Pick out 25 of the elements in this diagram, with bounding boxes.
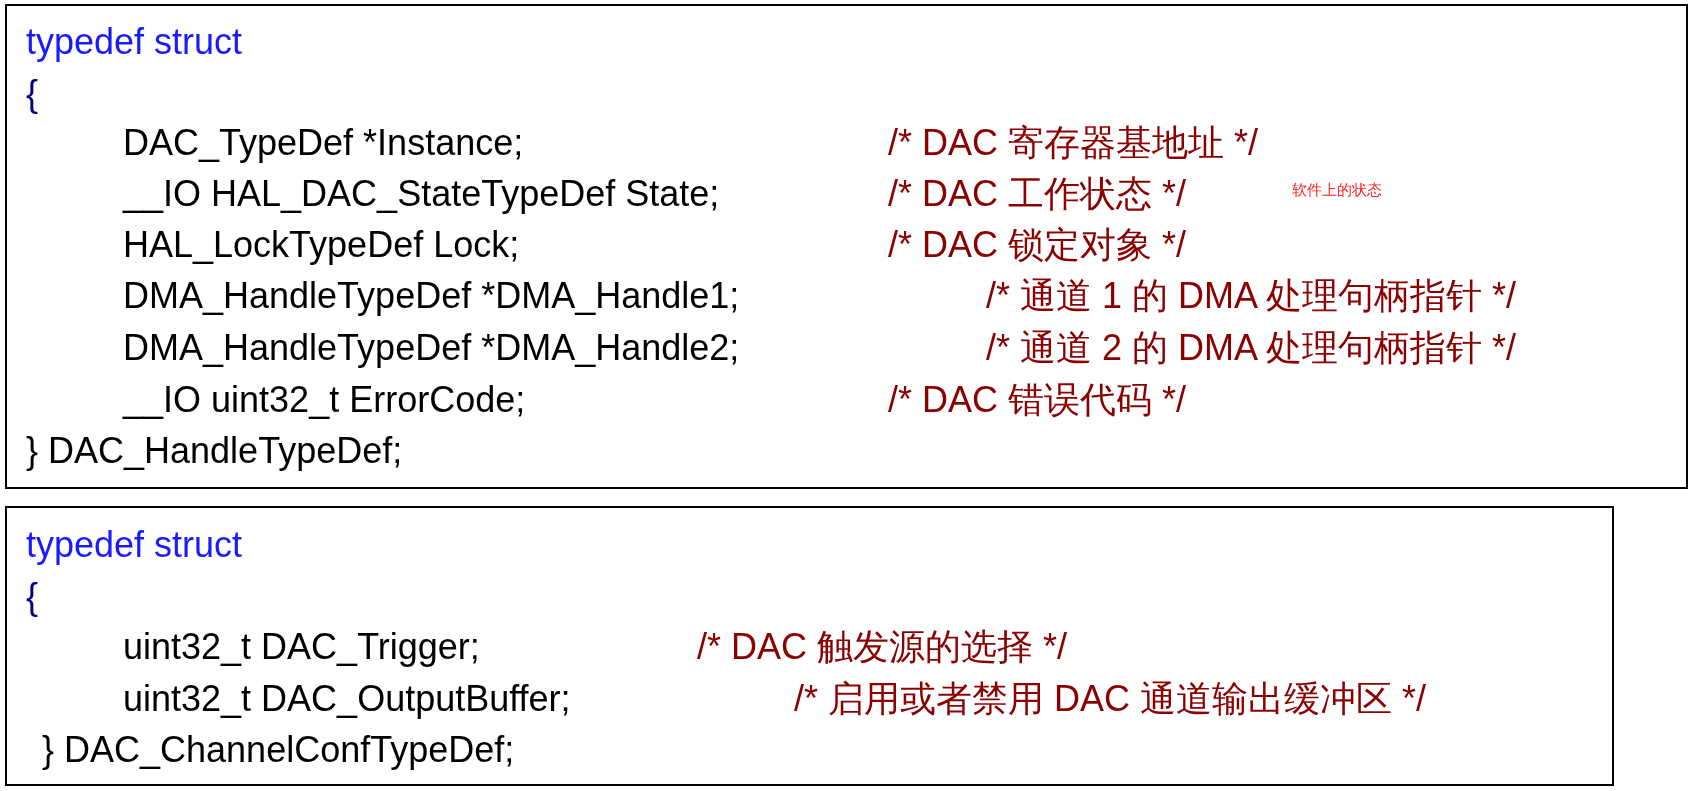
code-line: { <box>26 575 39 619</box>
code-box <box>5 4 1688 489</box>
code-line: uint32_t DAC_OutputBuffer; <box>123 677 571 721</box>
code-line: } DAC_ChannelConfTypeDef; <box>42 728 515 772</box>
code-line: __IO HAL_DAC_StateTypeDef State; <box>123 172 720 216</box>
code-line: __IO uint32_t ErrorCode; <box>123 378 526 422</box>
code-line: DAC_TypeDef *Instance; <box>123 121 524 165</box>
code-comment: /* 启用或者禁用 DAC 通道输出缓冲区 */ <box>794 677 1427 721</box>
code-line: { <box>26 72 39 116</box>
code-box <box>5 506 1614 786</box>
note-text: 软件上的状态 <box>1292 181 1382 199</box>
code-comment: /* DAC 工作状态 */ <box>888 172 1187 216</box>
code-line: DMA_HandleTypeDef *DMA_Handle1; <box>123 274 740 318</box>
code-comment: /* DAC 寄存器基地址 */ <box>888 121 1259 165</box>
code-line: typedef struct <box>26 523 243 567</box>
code-comment: /* DAC 锁定对象 */ <box>888 223 1187 267</box>
code-line: } DAC_HandleTypeDef; <box>26 429 403 473</box>
code-comment: /* 通道 1 的 DMA 处理句柄指针 */ <box>986 274 1517 318</box>
code-line: HAL_LockTypeDef Lock; <box>123 223 520 267</box>
code-line: uint32_t DAC_Trigger; <box>123 625 480 669</box>
code-comment: /* DAC 触发源的选择 */ <box>697 625 1068 669</box>
code-line: DMA_HandleTypeDef *DMA_Handle2; <box>123 326 740 370</box>
code-line: typedef struct <box>26 20 243 64</box>
code-comment: /* 通道 2 的 DMA 处理句柄指针 */ <box>986 326 1517 370</box>
code-comment: /* DAC 错误代码 */ <box>888 378 1187 422</box>
